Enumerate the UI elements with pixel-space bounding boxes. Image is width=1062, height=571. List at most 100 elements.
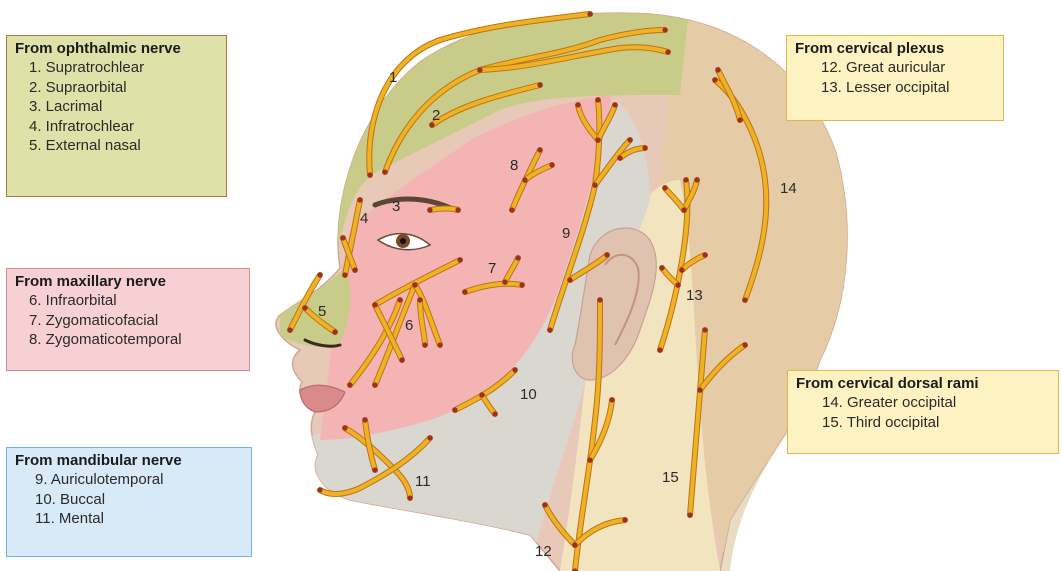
ophthalmic-legend-title: From ophthalmic nerve xyxy=(15,40,218,57)
nerve-tip-zygomaticotemporal-b-1 xyxy=(549,162,554,167)
nerve-tip-external-nasal-1 xyxy=(287,327,292,332)
marker-12: 12 xyxy=(535,543,552,560)
nerve-tip-lesser-occipital-c-1 xyxy=(662,185,667,190)
legend-item-third-occipital: 15. Third occipital xyxy=(822,413,1050,433)
nerve-tip-zygomaticofacial-b-0 xyxy=(502,279,507,284)
nerve-tip-infraorbital-d-1 xyxy=(437,342,442,347)
nerve-tip-infratrochlear-1 xyxy=(352,267,357,272)
marker-10: 10 xyxy=(520,386,537,403)
nerve-tip-lesser-occipital-d-0 xyxy=(679,267,684,272)
nerve-tip-lesser-occipital-e-0 xyxy=(675,282,680,287)
nerve-tip-zygomaticotemporal-1 xyxy=(537,147,542,152)
nerve-tip-great-auricular-b-1 xyxy=(542,502,547,507)
nerve-tip-auriculotemporal-f-1 xyxy=(604,252,609,257)
nerve-tip-infraorbital-f-0 xyxy=(372,302,377,307)
cervical-plexus-legend-title: From cervical plexus xyxy=(795,40,995,57)
nerve-tip-buccal-1 xyxy=(512,367,517,372)
legend-item-external-nasal: 5. External nasal xyxy=(29,136,218,156)
marker-2: 2 xyxy=(432,107,440,124)
nerve-tip-greater-occipital-b-1 xyxy=(715,67,720,72)
maxillary-legend-title: From maxillary nerve xyxy=(15,273,241,290)
legend-item-mental: 11. Mental xyxy=(35,509,243,529)
nerve-tip-infraorbital-a-0 xyxy=(457,257,462,262)
nerve-tip-supraorbital-a-0 xyxy=(382,169,387,174)
nerve-tip-great-auricular-c-1 xyxy=(622,517,627,522)
nerve-tip-buccal-0 xyxy=(452,407,457,412)
marker-4: 4 xyxy=(360,210,368,227)
nerve-tip-mental-b-1 xyxy=(317,487,322,492)
nerve-tip-zygomaticotemporal-0 xyxy=(509,207,514,212)
nerve-tip-external-nasal-b-1 xyxy=(332,329,337,334)
marker-9: 9 xyxy=(562,225,570,242)
nerve-tip-mental-c-0 xyxy=(362,417,367,422)
nerve-tip-mental-a-0 xyxy=(342,425,347,430)
mandibular-legend: From mandibular nerve 9. Auriculotempora… xyxy=(6,447,252,557)
nerve-tip-great-auricular-c-0 xyxy=(572,542,577,547)
maxillary-legend: From maxillary nerve 6. Infraorbital 7. … xyxy=(6,268,250,371)
nerve-tip-external-nasal-0 xyxy=(317,272,322,277)
nerve-tip-auriculotemporal-main-1 xyxy=(595,97,600,102)
nerve-tip-lesser-occipital-1 xyxy=(683,177,688,182)
nerve-tip-zygomaticotemporal-b-0 xyxy=(522,177,527,182)
nerve-tip-auriculotemporal-b-1 xyxy=(627,137,632,142)
nerve-tip-auriculotemporal-c-1 xyxy=(575,102,580,107)
nerve-tip-infraorbital-f-1 xyxy=(399,357,404,362)
nerve-tip-lacrimal-1 xyxy=(342,272,347,277)
nerve-tip-great-auricular-d-1 xyxy=(609,397,614,402)
nerve-tip-mental-c-1 xyxy=(372,467,377,472)
legend-item-zygomaticofacial: 7. Zygomaticofacial xyxy=(29,311,241,331)
nerve-tip-infraorbital-b-1 xyxy=(372,382,377,387)
nerve-tip-great-auricular-main-1 xyxy=(597,297,602,302)
dorsal-rami-legend-title: From cervical dorsal rami xyxy=(796,375,1050,392)
nerve-tip-supraorbital-a-1 xyxy=(662,27,667,32)
legend-item-infratrochlear: 4. Infratrochlear xyxy=(29,117,218,137)
marker-14: 14 xyxy=(780,180,797,197)
legend-item-auriculotemporal: 9. Auriculotemporal xyxy=(35,470,243,490)
legend-item-buccal: 10. Buccal xyxy=(35,490,243,510)
marker-7: 7 xyxy=(488,260,496,277)
nerve-tip-chin-brow-a-1 xyxy=(455,207,460,212)
nerve-tip-chin-brow-a-0 xyxy=(427,207,432,212)
nerve-tip-auriculotemporal-f-0 xyxy=(567,277,572,282)
nerve-tip-third-occipital-b-1 xyxy=(742,342,747,347)
nerve-tip-lesser-occipital-d-1 xyxy=(702,252,707,257)
nerve-tip-lacrimal-0 xyxy=(357,197,362,202)
nerve-tip-lesser-occipital-e-1 xyxy=(659,265,664,270)
nerve-tip-auriculotemporal-b-0 xyxy=(592,182,597,187)
marker-6: 6 xyxy=(405,317,413,334)
nerve-tip-mental-b-0 xyxy=(427,435,432,440)
nerve-tip-supraorbital-b-1 xyxy=(665,49,670,54)
nerve-tip-third-occipital-0 xyxy=(687,512,692,517)
pupil xyxy=(400,238,406,244)
marker-5: 5 xyxy=(318,303,326,320)
legend-item-great-auricular: 12. Great auricular xyxy=(821,58,995,78)
nerve-tip-external-nasal-b-0 xyxy=(302,305,307,310)
nerve-tip-supratrochlear-1 xyxy=(587,11,592,16)
nerve-tip-great-auricular-d-0 xyxy=(587,457,592,462)
nerve-tip-auriculotemporal-main-0 xyxy=(547,327,552,332)
nerve-tip-supraorbital-b-0 xyxy=(477,67,482,72)
nerve-tip-infraorbital-e-1 xyxy=(422,342,427,347)
nerve-tip-lesser-occipital-0 xyxy=(657,347,662,352)
legend-item-supraorbital: 2. Supraorbital xyxy=(29,78,218,98)
nerve-tip-infraorbital-d-0 xyxy=(412,282,417,287)
nerve-tip-zygomaticofacial-1 xyxy=(519,282,524,287)
nerve-tip-zygomaticofacial-0 xyxy=(462,289,467,294)
nerve-tip-buccal-b-1 xyxy=(492,411,497,416)
nerve-chin-brow-a xyxy=(430,209,458,211)
marker-3: 3 xyxy=(392,198,400,215)
nerve-tip-greater-occipital-0 xyxy=(742,297,747,302)
mandibular-legend-title: From mandibular nerve xyxy=(15,452,243,469)
legend-item-zygomaticotemporal: 8. Zygomaticotemporal xyxy=(29,330,241,350)
nerve-tip-mental-a-1 xyxy=(407,495,412,500)
nerve-tip-infraorbital-c-0 xyxy=(397,297,402,302)
nerve-tip-infraorbital-e-0 xyxy=(417,297,422,302)
dorsal-rami-legend: From cervical dorsal rami 14. Greater oc… xyxy=(787,370,1059,454)
marker-13: 13 xyxy=(686,287,703,304)
nerve-tip-supraorbital-c-1 xyxy=(537,82,542,87)
marker-1: 1 xyxy=(389,69,397,86)
nerve-tip-lesser-occipital-c-0 xyxy=(681,207,686,212)
ophthalmic-legend: From ophthalmic nerve 1. Supratrochlear … xyxy=(6,35,227,197)
nerve-tip-auriculotemporal-e-0 xyxy=(617,155,622,160)
legend-item-lesser-occipital: 13. Lesser occipital xyxy=(821,78,995,98)
